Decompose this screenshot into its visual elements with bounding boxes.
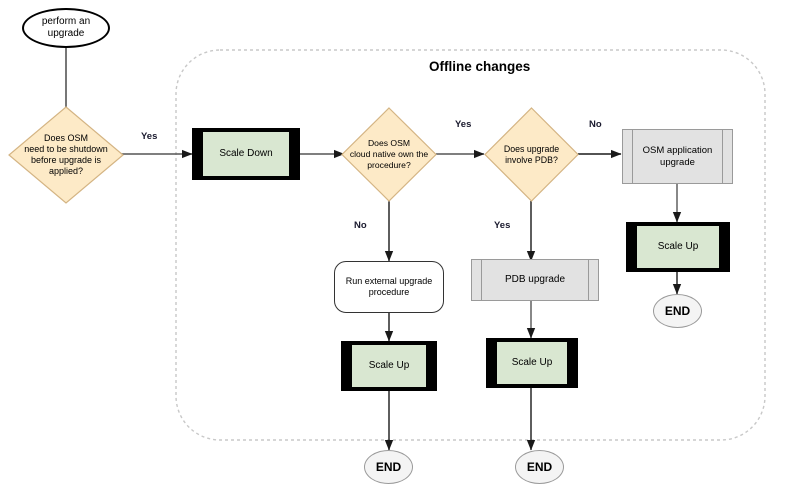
process-scale-up-left[interactable]: Scale Up: [341, 341, 437, 391]
process-scale-up-middle-inner: [496, 341, 568, 385]
predefined-bar-left: [632, 130, 633, 183]
process-scale-up-right[interactable]: Scale Up: [626, 222, 730, 272]
process-osm-application-upgrade[interactable]: OSM application upgrade: [622, 129, 733, 184]
start-terminator-label: perform an upgrade: [41, 15, 91, 40]
process-osm-application-upgrade-label: OSM application upgrade: [642, 144, 713, 168]
end-node-middle-label: END: [526, 459, 553, 474]
process-pdb-upgrade[interactable]: PDB upgrade: [471, 259, 599, 301]
decision-involve-pdb[interactable]: Does upgrade involve PDB?: [484, 107, 579, 202]
edge-label-yes-d2: Yes: [455, 119, 472, 130]
process-scale-up-right-inner: [636, 225, 720, 269]
decision-osm-shutdown[interactable]: Does OSM need to be shutdown before upgr…: [8, 106, 124, 204]
decision-diamond-shape: [341, 107, 437, 202]
process-scale-down-inner: [202, 131, 290, 177]
process-pdb-upgrade-label: PDB upgrade: [504, 273, 566, 285]
region-title-offline-changes: Offline changes: [429, 59, 531, 74]
start-terminator[interactable]: perform an upgrade: [22, 8, 110, 48]
edge-label-yes-d1: Yes: [141, 131, 158, 142]
predefined-bar-right: [722, 130, 723, 183]
end-node-middle[interactable]: END: [515, 450, 564, 484]
decision-cloud-native-owns[interactable]: Does OSM cloud native own the procedure?: [341, 107, 437, 202]
offline-changes-region: [175, 49, 766, 441]
end-node-right[interactable]: END: [653, 294, 702, 328]
process-scale-up-left-inner: [351, 344, 427, 388]
edge-label-yes-d3: Yes: [494, 220, 511, 231]
end-node-right-label: END: [664, 303, 691, 318]
decision-diamond-shape: [484, 107, 579, 202]
process-run-external-upgrade[interactable]: Run external upgrade procedure: [334, 261, 444, 313]
end-node-left-label: END: [375, 459, 402, 474]
decision-diamond-shape: [8, 106, 124, 204]
edge-label-no-d3: No: [589, 119, 602, 130]
end-node-left[interactable]: END: [364, 450, 413, 484]
process-run-external-upgrade-label: Run external upgrade procedure: [345, 275, 433, 297]
edge-label-no-d2: No: [354, 220, 367, 231]
process-scale-up-middle[interactable]: Scale Up: [486, 338, 578, 388]
predefined-bar-left: [481, 260, 482, 300]
process-scale-down[interactable]: Scale Down: [192, 128, 300, 180]
predefined-bar-right: [588, 260, 589, 300]
